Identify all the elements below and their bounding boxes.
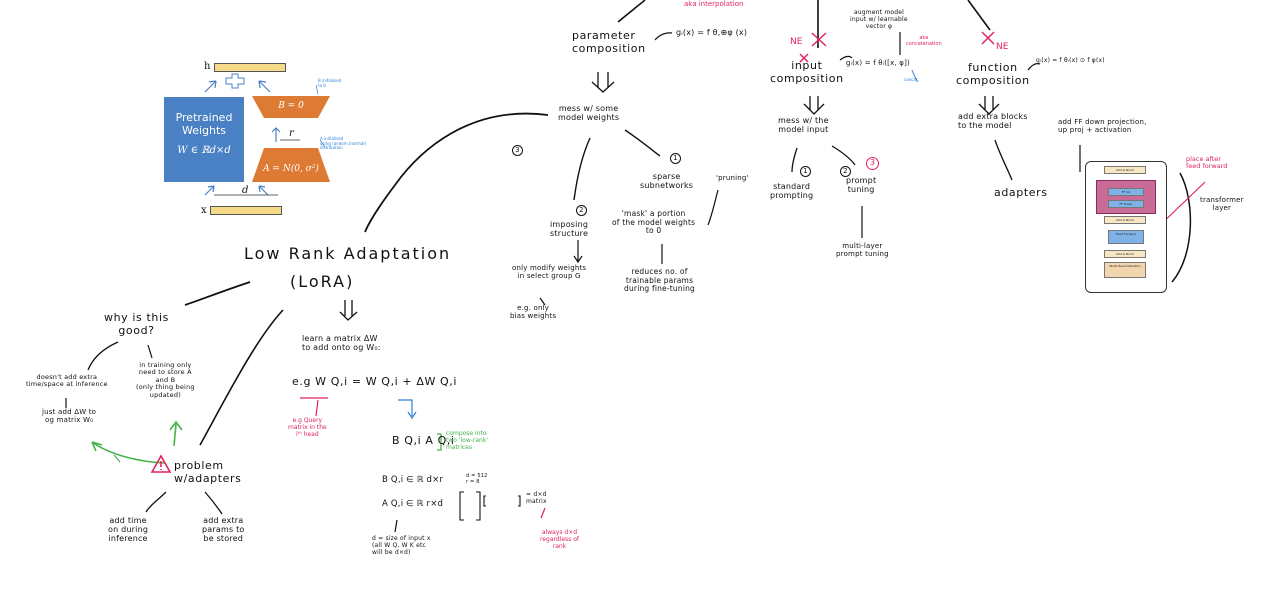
ne-label-1: NE <box>790 37 803 47</box>
param-formula: gᵢ(x) = f θ,⊕φ (x) <box>676 28 748 37</box>
multi-layer-prompt: multi-layer prompt tuning <box>836 242 889 259</box>
num-2-badge: 2 <box>576 205 587 216</box>
compose-low-rank: compose into two 'low-rank' matrices <box>446 430 488 451</box>
num-3b-badge: 3 <box>866 157 879 170</box>
function-composition: function composition <box>956 61 1030 87</box>
pretrained-weights-box: Pretrained Weights W ∈ ℝd×d <box>164 97 244 182</box>
pretrained-line2: Weights <box>181 124 227 137</box>
why-good: why is this good? <box>104 311 169 337</box>
standard-prompting: standard prompting <box>770 182 814 201</box>
num-3-badge: 3 <box>512 145 523 156</box>
eg-query-note: e.g Query matrix in the iᵗʰ head <box>288 417 327 438</box>
pretrained-line3: W ∈ ℝd×d <box>177 145 231 156</box>
sparse-subnetworks: sparse subnetworks <box>640 172 694 191</box>
always-dxd: always d×d regardless of rank <box>540 529 579 550</box>
adapters-label: adapters <box>994 186 1048 199</box>
only-modify-weights: only modify weights in select group G <box>512 264 587 281</box>
add-norm-top: Add & Norm <box>1104 166 1146 174</box>
num-2b-badge: 2 <box>840 166 851 177</box>
problem-adapters: problem w/adapters <box>174 459 242 485</box>
eg-formula: e.g W Q,i = W Q,i + ΔW Q,i <box>292 375 458 388</box>
parameter-composition: parameter composition <box>572 29 646 55</box>
a-label: A = N(0, σ²) <box>263 164 319 174</box>
just-add-dw: just add ΔW to og matrix W₀ <box>42 408 97 425</box>
concat-note: concat <box>904 77 918 82</box>
num-1b-badge: 1 <box>800 166 811 177</box>
feed-forward-block: Feed Forward <box>1108 230 1144 244</box>
d-size-note: d = size of input x (all W Q, W K etc wi… <box>372 535 431 556</box>
ff-down-block: FF Down <box>1108 200 1144 208</box>
dims-note: d = 512 r = 8 <box>466 473 488 485</box>
mha-block: Multi-Head Attention <box>1104 262 1146 278</box>
add-extra-params: add extra params to be stored <box>202 516 245 544</box>
mask-portion: 'mask' a portion of the model weights to… <box>612 209 696 236</box>
a-init-note: A initialised using random (normal) dist… <box>320 136 366 151</box>
no-extra-time: doesn't add extra time/space at inferenc… <box>26 373 108 389</box>
mess-some-weights: mess w/ some model weights <box>558 104 620 123</box>
lora-title: Low Rank Adaptation <box>244 244 452 263</box>
a-dim: A Q,i ∈ ℝ r×d <box>382 499 444 509</box>
transformer-layer-label: transformer layer <box>1200 196 1244 213</box>
pruning-note: 'pruning' <box>716 174 749 182</box>
lora-abbr: (LoRA) <box>290 272 355 291</box>
in-training: in training only need to store A and B (… <box>136 361 195 399</box>
b-init-note: B initialised to 0 <box>318 78 342 88</box>
x-input-bar <box>210 206 282 215</box>
num-1-badge: 1 <box>670 153 681 164</box>
func-formula: gᵢ(x) = f θᵢ(x) ⊙ f φ(x) <box>1036 57 1105 64</box>
b-label: B = 0 <box>278 101 304 111</box>
transformer-diagram: Add & Norm FF Up FF Down Add & Norm Feed… <box>1085 161 1167 293</box>
dxd-matrix: = d×d matrix <box>526 491 547 505</box>
x-label: x <box>201 205 207 216</box>
input-formula: gᵢ(x) = f θᵢ([x, φ]) <box>846 59 910 67</box>
r-label: r <box>289 128 294 139</box>
add-time-inference: add time on during inference <box>108 516 149 544</box>
ff-up-block: FF Up <box>1108 188 1144 196</box>
pretrained-line1: Pretrained <box>175 111 233 124</box>
add-norm-mid: Add & Norm <box>1104 216 1146 224</box>
adapter-block <box>1096 180 1156 214</box>
ne-label-2: NE <box>996 42 1009 52</box>
aka-concatenation: aka concatenation <box>906 35 942 47</box>
imposing-structure: imposing structure <box>550 220 589 239</box>
add-ff-projection: add FF down projection, up proj + activa… <box>1058 118 1147 135</box>
learn-matrix: learn a matrix ΔW to add onto og W₀: <box>302 334 381 353</box>
augment-input: augment model input w/ learnable vector … <box>850 9 908 30</box>
d-label: d <box>242 185 249 196</box>
add-norm-low: Add & Norm <box>1104 250 1146 258</box>
h-label: h <box>204 61 211 72</box>
aka-interpolation: aka interpolation <box>684 0 744 8</box>
ba-product: B Q,i A Q,i <box>392 434 455 447</box>
add-extra-blocks: add extra blocks to the model <box>958 112 1028 131</box>
b-dim: B Q,i ∈ ℝ d×r <box>382 475 444 485</box>
eg-bias-weights: e.g. only bias weights <box>510 304 557 321</box>
reduces-params: reduces no. of trainable params during f… <box>624 267 696 294</box>
h-output-bar <box>214 63 286 72</box>
mess-model-input: mess w/ the model input <box>778 116 829 135</box>
input-composition: input composition <box>770 59 844 85</box>
place-after-ff: place after feed forward <box>1186 155 1228 171</box>
prompt-tuning: prompt tuning <box>846 176 877 195</box>
